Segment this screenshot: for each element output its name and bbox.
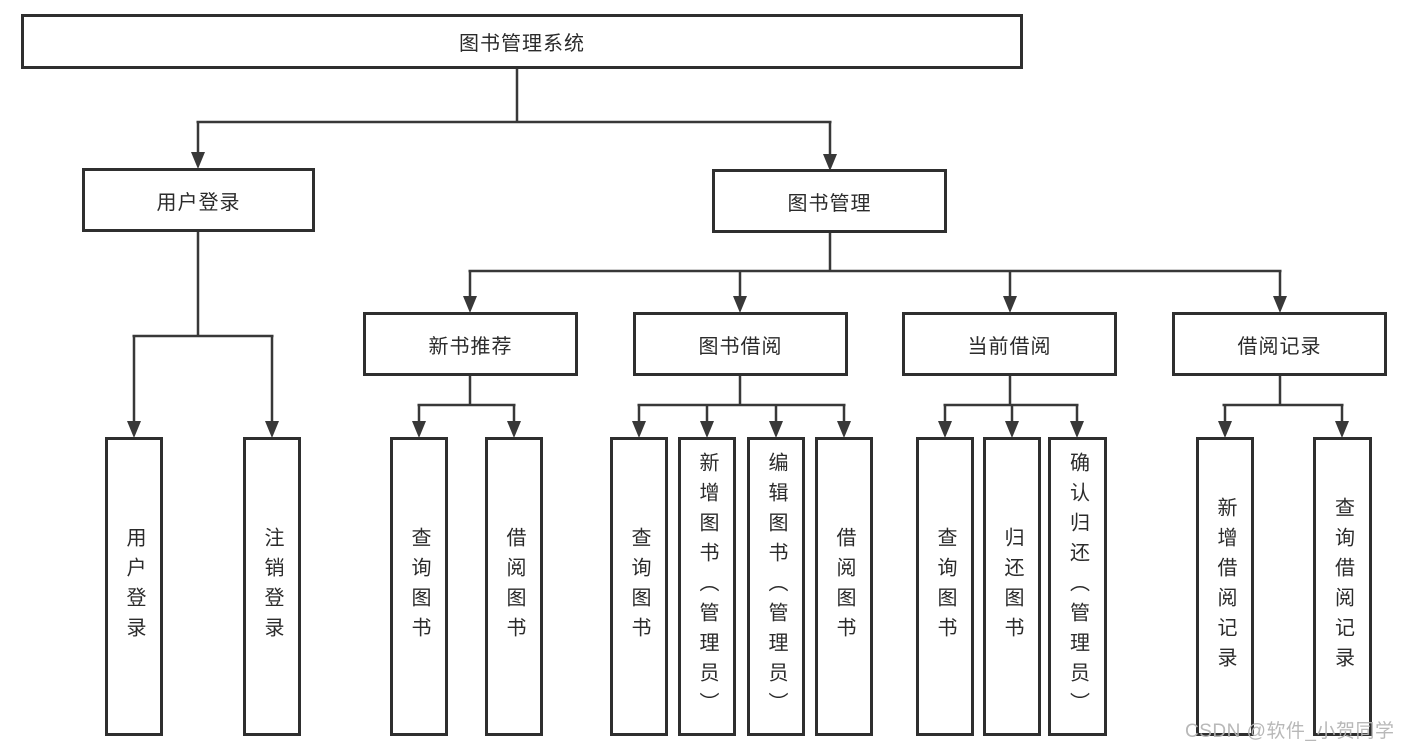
node-label: 新增借阅记录 (1214, 496, 1236, 677)
node-new-book-recommendation: 新书推荐 (363, 312, 578, 376)
leaf-confirm-return-admin: 确认归还（管理员） (1048, 437, 1107, 736)
csdn-watermark: CSDN @软件_小贺同学 (1185, 721, 1395, 742)
node-label: 图书借阅 (698, 335, 783, 358)
leaf-edit-books-admin: 编辑图书（管理员） (747, 437, 805, 736)
node-book-borrowing: 图书借阅 (633, 312, 848, 376)
node-label: 查询图书 (408, 526, 430, 647)
leaf-query-books-current: 查询图书 (916, 437, 974, 736)
node-label: 新增图书（管理员） (696, 451, 718, 722)
node-label: 用户登录 (123, 526, 145, 647)
node-label: 注销登录 (261, 526, 283, 647)
leaf-borrow-books-recommend: 借阅图书 (485, 437, 543, 736)
tree-edges (132, 68, 1344, 424)
leaf-borrow-books: 借阅图书 (815, 437, 873, 736)
node-book-management: 图书管理 (712, 169, 947, 233)
node-label: 查询图书 (628, 526, 650, 647)
node-label: 图书管理系统 (459, 33, 585, 55)
node-borrowing-records: 借阅记录 (1172, 312, 1387, 376)
node-label: 当前借阅 (967, 335, 1052, 358)
leaf-query-books-borrow: 查询图书 (610, 437, 668, 736)
node-label: 新书推荐 (428, 335, 513, 358)
node-label: 查询图书 (934, 526, 956, 647)
node-current-borrowing: 当前借阅 (902, 312, 1117, 376)
node-label: 归还图书 (1001, 526, 1023, 647)
node-label: 借阅图书 (503, 526, 525, 647)
node-label: 编辑图书（管理员） (765, 451, 787, 722)
node-label: 用户登录 (156, 191, 241, 214)
leaf-add-borrow-record: 新增借阅记录 (1196, 437, 1254, 736)
node-label: 借阅记录 (1237, 335, 1322, 358)
leaf-user-login: 用户登录 (105, 437, 163, 736)
leaf-query-borrow-record: 查询借阅记录 (1313, 437, 1372, 736)
leaf-add-books-admin: 新增图书（管理员） (678, 437, 736, 736)
node-label: 确认归还（管理员） (1066, 451, 1089, 722)
leaf-logout: 注销登录 (243, 437, 301, 736)
node-user-login: 用户登录 (82, 168, 315, 232)
node-label: 借阅图书 (833, 526, 855, 647)
node-label: 查询借阅记录 (1331, 496, 1354, 677)
leaf-query-books-recommend: 查询图书 (390, 437, 448, 736)
node-label: 图书管理 (787, 192, 872, 215)
leaf-return-books: 归还图书 (983, 437, 1041, 736)
node-system-root: 图书管理系统 (21, 14, 1023, 69)
